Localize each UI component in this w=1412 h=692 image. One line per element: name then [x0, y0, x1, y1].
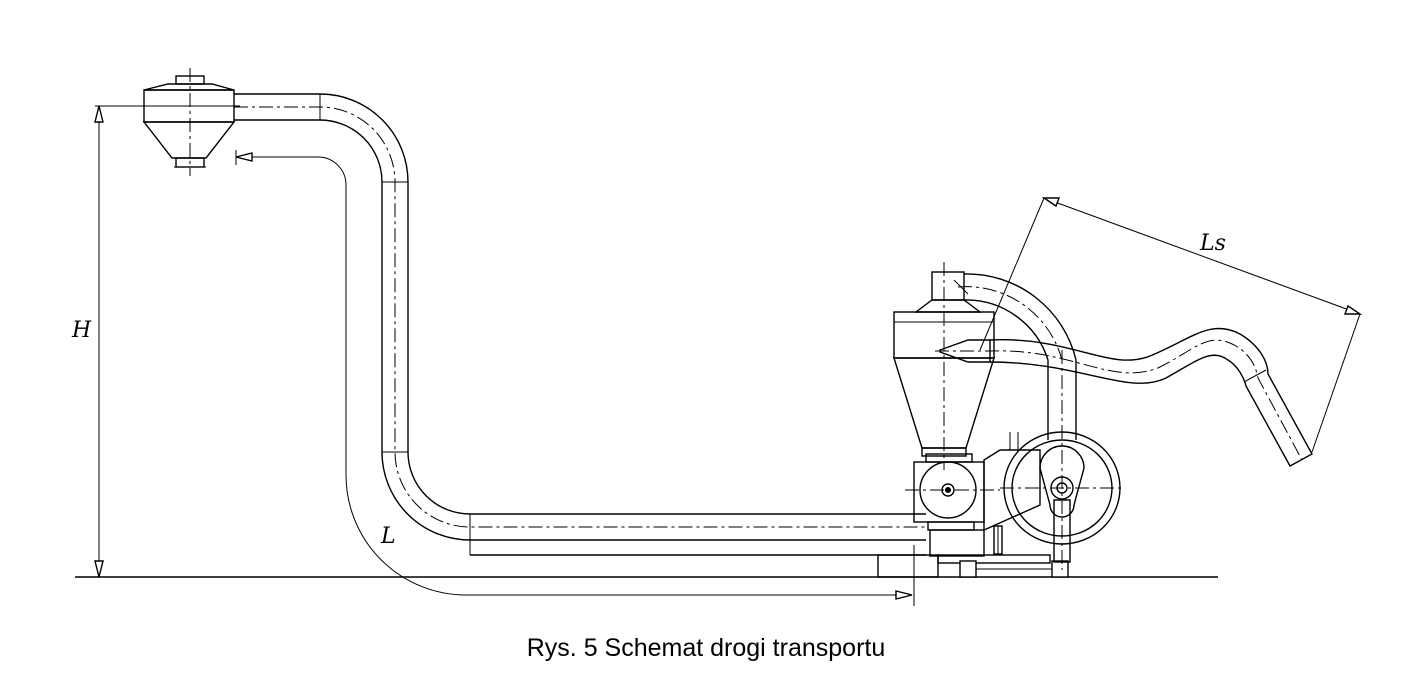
discharge-length-label: Ls	[1199, 231, 1226, 256]
discharge-length-dimension: Ls	[979, 197, 1363, 453]
length-dimension: L	[235, 150, 915, 606]
motor-housing	[983, 432, 1041, 555]
conveying-pipe	[233, 93, 926, 556]
discharge-pipe	[935, 327, 1313, 467]
blower	[1000, 425, 1125, 570]
receiving-cyclone	[142, 68, 236, 176]
return-pipe	[953, 273, 1077, 440]
figure-caption: Rys. 5 Schemat drogi transportu	[526, 634, 886, 662]
height-label: H	[71, 318, 92, 343]
height-dimension: H	[71, 105, 240, 578]
machine-cyclone	[893, 262, 995, 470]
length-label: L	[380, 524, 396, 549]
machine-base	[877, 554, 1069, 578]
